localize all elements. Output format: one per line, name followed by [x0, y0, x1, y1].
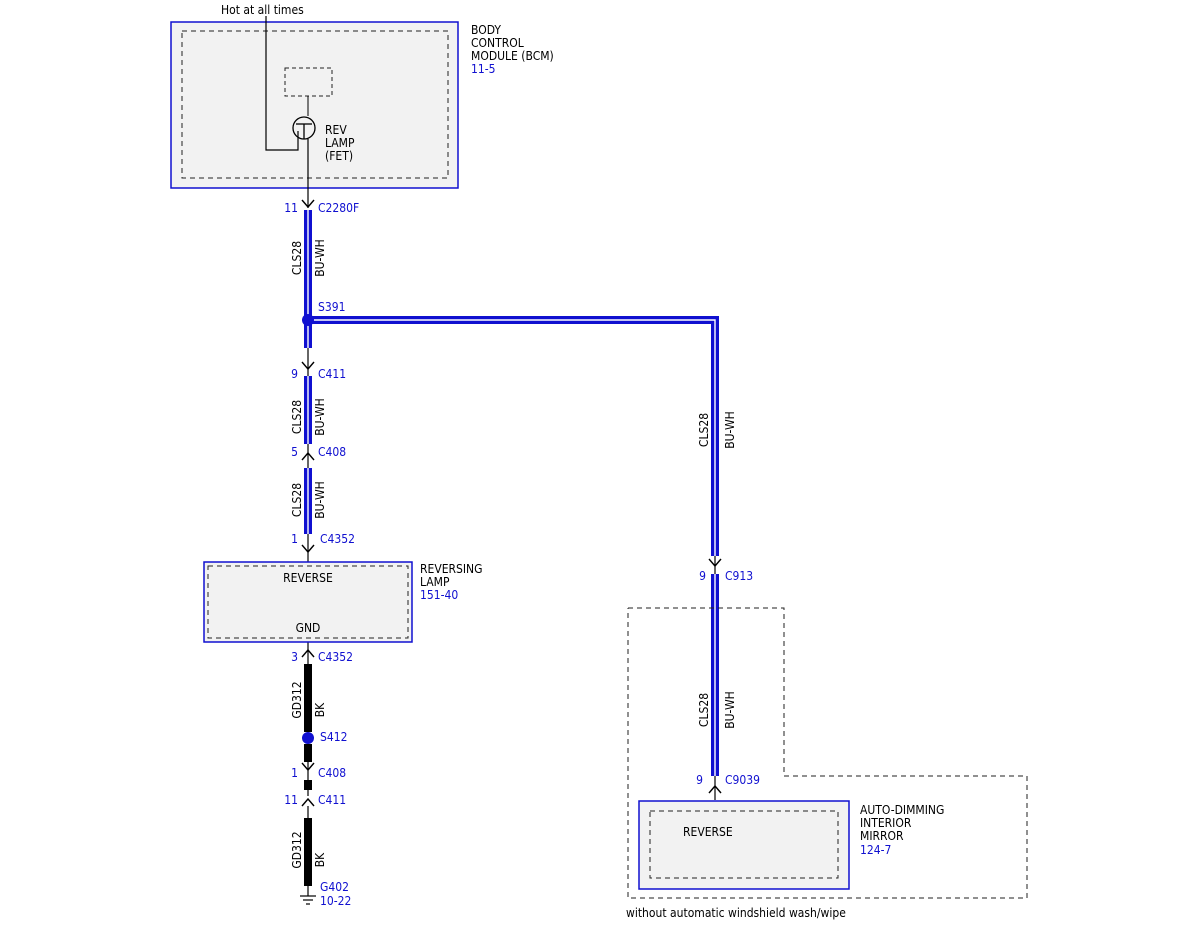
c411-top-pin: 9	[291, 367, 298, 381]
splice-s391-dot	[302, 314, 314, 326]
hot-at-all-times-label: Hot at all times	[221, 3, 304, 17]
c4352-bottom-arrow-icon	[301, 648, 315, 658]
bcm-label-line1: BODY	[471, 23, 501, 37]
c4352-top-pin: 1	[291, 532, 298, 546]
c913-name: C913	[725, 569, 753, 583]
mirror-ref: 124-7	[860, 843, 891, 857]
fet-icon	[292, 116, 316, 140]
wire-2-circuit: CLS28	[290, 400, 304, 434]
c9039-name: C9039	[725, 773, 760, 787]
mirror-label-line3: MIRROR	[860, 829, 904, 843]
wire-4-circuit: CLS28	[697, 413, 711, 447]
mirror-inner-box	[649, 810, 839, 879]
c411-bottom-pin: 11	[284, 793, 298, 807]
c4352-top-name: C4352	[320, 532, 355, 546]
c4352-bottom-pin: 3	[291, 650, 298, 664]
s412-name: S412	[320, 730, 347, 744]
wire-3-circuit: CLS28	[290, 483, 304, 517]
option-note: without automatic windshield wash/wipe	[626, 906, 846, 920]
bcm-label-line2: CONTROL	[471, 36, 524, 50]
bcm-ref: 11-5	[471, 62, 496, 76]
fet-label-line3: (FET)	[325, 149, 353, 163]
wire-7-color: BK	[313, 852, 327, 867]
cls28-circuit	[302, 210, 719, 776]
reversing-lamp-pin-reverse: REVERSE	[283, 571, 333, 585]
mirror-pin-reverse: REVERSE	[683, 825, 733, 839]
wire-5-circuit: CLS28	[697, 693, 711, 727]
connector-stubs	[307, 348, 716, 800]
bcm-outer-box	[170, 21, 459, 189]
wire-3-color: BU-WH	[313, 481, 327, 519]
c408-top-name: C408	[318, 445, 346, 459]
c408-bottom-name: C408	[318, 766, 346, 780]
s391-name: S391	[318, 300, 345, 314]
c2280f-arrow-icon	[301, 199, 315, 209]
reversing-lamp-ref: 151-40	[420, 588, 458, 602]
option-boundary-dashed	[627, 607, 1028, 899]
reversing-lamp-label-line1: REVERSING	[420, 562, 483, 576]
mirror-label-line2: INTERIOR	[860, 816, 912, 830]
wire-6-circuit: GD312	[290, 681, 304, 718]
c408-top-pin: 5	[291, 445, 298, 459]
gd312-circuit	[300, 664, 316, 905]
reversing-lamp-inner-box	[207, 565, 409, 639]
reversing-lamp-label-line2: LAMP	[420, 575, 450, 589]
c2280f-pin: 11	[284, 201, 298, 215]
c408-bottom-pin: 1	[291, 766, 298, 780]
c2280f-name: C2280F	[318, 201, 359, 215]
auto-dimming-mirror: REVERSE AUTO-DIMMING INTERIOR MIRROR 124…	[638, 800, 944, 890]
ground-icon	[300, 895, 316, 905]
c411-top-name: C411	[318, 367, 346, 381]
wire-2-color: BU-WH	[313, 398, 327, 436]
wire-1-circuit: CLS28	[290, 241, 304, 275]
c408-top-arrow-icon	[301, 451, 315, 461]
c913-pin: 9	[699, 569, 706, 583]
c9039-pin: 9	[696, 773, 703, 787]
g402-ref: 10-22	[320, 894, 351, 908]
c9039-arrow-icon	[708, 784, 722, 794]
c4352-top-arrow-icon	[301, 544, 315, 554]
c913-arrow-icon	[708, 558, 722, 568]
bcm-label-line3: MODULE (BCM)	[471, 49, 554, 63]
reversing-lamp-outer-box	[203, 561, 413, 643]
wire-7-circuit: GD312	[290, 831, 304, 868]
g402-name: G402	[320, 880, 349, 894]
c411-bottom-name: C411	[318, 793, 346, 807]
bcm-module: Hot at all times REV LAMP (FET) BODY CON…	[170, 3, 554, 208]
mirror-outer-box	[638, 800, 850, 890]
connector-labels: 11 C2280F S391 9 C411 5 C408 1 C4352 3 C…	[284, 201, 760, 908]
wire-4-color: BU-WH	[723, 411, 737, 449]
wire-labels: CLS28 BU-WH CLS28 BU-WH CLS28 BU-WH CLS2…	[290, 239, 737, 868]
c4352-bottom-name: C4352	[318, 650, 353, 664]
wire-1-color: BU-WH	[313, 239, 327, 277]
wire-cls28-branch	[308, 316, 719, 556]
wire-cls28-branch-stripe	[308, 319, 716, 556]
splice-s412-dot	[302, 732, 314, 744]
c411-bottom-arrow-icon	[301, 797, 315, 807]
connector-arrows	[301, 199, 722, 807]
reversing-lamp: REVERSE GND REVERSING LAMP 151-40	[203, 561, 483, 643]
c411-top-arrow-icon	[301, 361, 315, 371]
fet-label-line1: REV	[325, 123, 347, 137]
reversing-lamp-pin-gnd: GND	[296, 621, 321, 635]
wire-6-color: BK	[313, 702, 327, 717]
fet-label-line2: LAMP	[325, 136, 355, 150]
wire-5-color: BU-WH	[723, 691, 737, 729]
hot-feed-wire	[265, 16, 299, 151]
mirror-label-line1: AUTO-DIMMING	[860, 803, 944, 817]
